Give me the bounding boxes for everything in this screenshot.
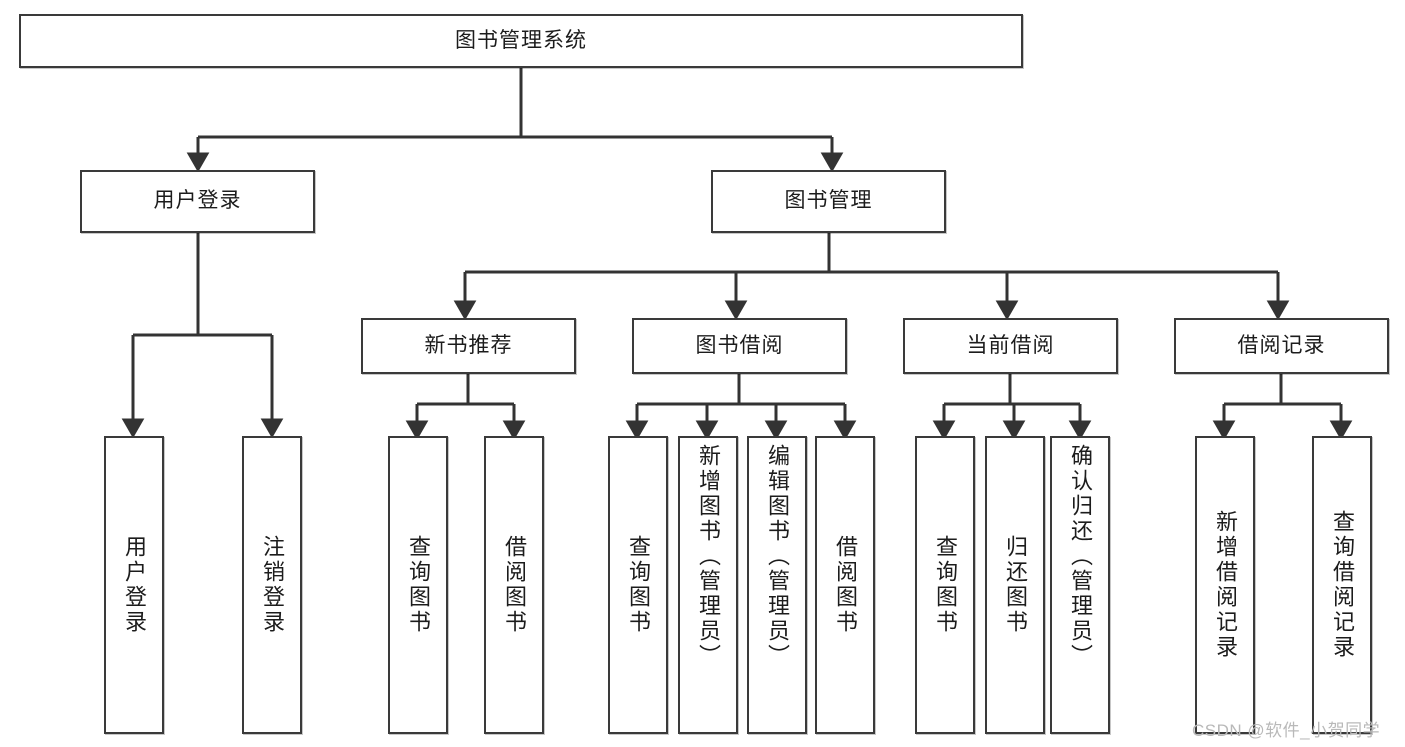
node-user-login[interactable]: 用户登录 <box>80 170 315 233</box>
node-leaf-query-book-3-label: 查询图书 <box>933 535 958 635</box>
node-leaf-confirm-return[interactable]: 确认归还（管理员） <box>1050 436 1110 734</box>
node-leaf-add-record-label: 新增借阅记录 <box>1213 510 1238 660</box>
node-leaf-query-book-1-label: 查询图书 <box>406 535 431 635</box>
node-current-borrow[interactable]: 当前借阅 <box>903 318 1118 374</box>
node-book-manage-label: 图书管理 <box>784 189 873 213</box>
node-current-borrow-label: 当前借阅 <box>966 333 1055 357</box>
node-leaf-query-book-1[interactable]: 查询图书 <box>388 436 448 734</box>
node-leaf-query-record[interactable]: 查询借阅记录 <box>1312 436 1372 734</box>
node-leaf-borrow-book-2-label: 借阅图书 <box>833 535 858 635</box>
node-new-book-rec[interactable]: 新书推荐 <box>361 318 576 374</box>
node-book-borrow[interactable]: 图书借阅 <box>632 318 847 374</box>
node-leaf-edit-book-admin[interactable]: 编辑图书（管理员） <box>747 436 807 734</box>
node-leaf-query-record-label: 查询借阅记录 <box>1330 510 1355 660</box>
node-leaf-add-book-admin[interactable]: 新增图书（管理员） <box>678 436 738 734</box>
node-book-borrow-label: 图书借阅 <box>695 333 784 357</box>
node-leaf-user-login-label: 用户登录 <box>122 535 147 635</box>
node-leaf-query-book-2-label: 查询图书 <box>626 535 651 635</box>
csdn-watermark: CSDN @软件_小贺同学 <box>1192 721 1381 740</box>
node-root-label: 图书管理系统 <box>455 28 587 52</box>
node-new-book-rec-label: 新书推荐 <box>424 333 513 357</box>
node-leaf-borrow-book-2[interactable]: 借阅图书 <box>815 436 875 734</box>
node-leaf-user-login[interactable]: 用户登录 <box>104 436 164 734</box>
node-root[interactable]: 图书管理系统 <box>19 14 1023 68</box>
node-borrow-record[interactable]: 借阅记录 <box>1174 318 1389 374</box>
node-leaf-confirm-return-label: 确认归还（管理员） <box>1068 444 1093 669</box>
node-leaf-add-book-admin-label: 新增图书（管理员） <box>696 444 721 669</box>
node-leaf-add-record[interactable]: 新增借阅记录 <box>1195 436 1255 734</box>
node-leaf-return-book-label: 归还图书 <box>1003 535 1028 635</box>
node-book-manage[interactable]: 图书管理 <box>711 170 946 233</box>
node-leaf-borrow-book-1[interactable]: 借阅图书 <box>484 436 544 734</box>
node-borrow-record-label: 借阅记录 <box>1237 333 1326 357</box>
node-leaf-user-logout-label: 注销登录 <box>260 535 285 635</box>
node-leaf-user-logout[interactable]: 注销登录 <box>242 436 302 734</box>
node-leaf-query-book-3[interactable]: 查询图书 <box>915 436 975 734</box>
node-leaf-borrow-book-1-label: 借阅图书 <box>502 535 527 635</box>
node-leaf-query-book-2[interactable]: 查询图书 <box>608 436 668 734</box>
node-user-login-label: 用户登录 <box>153 189 242 213</box>
node-leaf-return-book[interactable]: 归还图书 <box>985 436 1045 734</box>
node-leaf-edit-book-admin-label: 编辑图书（管理员） <box>765 444 790 669</box>
